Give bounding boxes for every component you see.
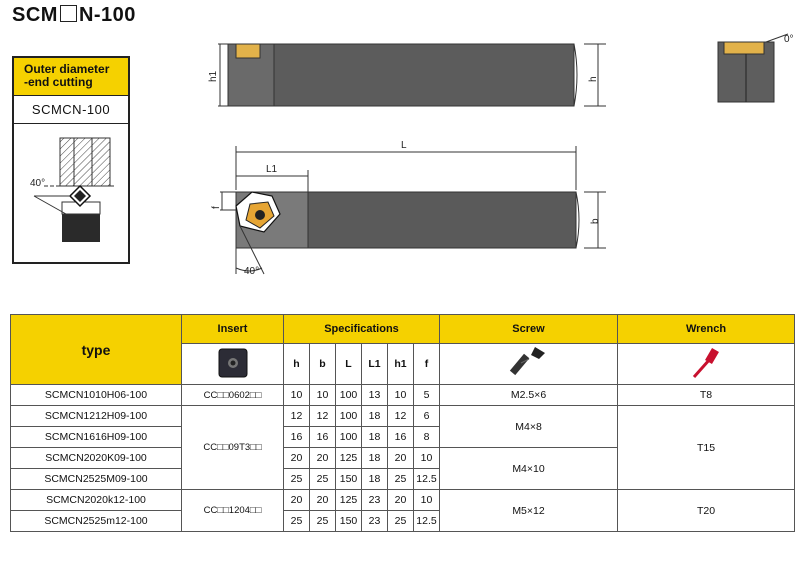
spec-cell: 100: [335, 426, 362, 448]
wrench-cell: T15: [617, 405, 796, 490]
type-cell: SCMCN2525m12-100: [10, 510, 182, 532]
dim-L: L: [401, 140, 407, 151]
operation-card: Outer diameter -end cutting SCMCN-100 40…: [12, 56, 130, 264]
spec-cell: 25: [387, 510, 414, 532]
approach-angle-label: 40°: [30, 178, 45, 189]
insert-icon: [218, 348, 247, 377]
spec-cell: 25: [283, 468, 310, 490]
type-cell: SCMCN1010H06-100: [10, 384, 182, 406]
spec-cell: 12: [387, 405, 414, 427]
toolholder-drawing: h1 h L L1 f b 40°: [208, 43, 606, 277]
spec-cell: 100: [335, 405, 362, 427]
spec-col-f: f: [412, 343, 441, 385]
type-cell: SCMCN1616H09-100: [10, 426, 182, 448]
type-cell: SCMCN2525M09-100: [10, 468, 182, 490]
spec-col-L1: L1: [361, 343, 388, 385]
spec-cell: 25: [283, 510, 310, 532]
spec-cell: 23: [361, 489, 388, 511]
screw-cell: M2.5×6: [439, 384, 619, 406]
spec-cell: 20: [283, 489, 310, 511]
operation-label-line1: Outer diameter: [24, 62, 110, 76]
screw-cell: M4×8: [439, 405, 619, 448]
spec-cell: 150: [335, 510, 362, 532]
spec-cell: 13: [361, 384, 388, 406]
wrench-cell: T20: [617, 489, 796, 532]
spec-cell: 12: [309, 405, 336, 427]
spec-cell: 125: [335, 489, 362, 511]
wrench-image-cell: [617, 343, 796, 385]
dim-L1: L1: [266, 164, 278, 175]
insert-cell: CC□□09T3□□: [181, 405, 284, 490]
spec-col-b: b: [309, 343, 336, 385]
spec-col-h: h: [283, 343, 310, 385]
spec-cell: 12.5: [412, 510, 441, 532]
screw-cell: M5×12: [439, 489, 619, 532]
spec-cell: 100: [335, 384, 362, 406]
spec-cell: 6: [412, 405, 441, 427]
spec-cell: 12: [283, 405, 310, 427]
spec-cell: 125: [335, 447, 362, 469]
col-type: type: [10, 314, 182, 385]
dim-h: h: [588, 76, 599, 82]
insert-cell: CC□□0602□□: [181, 384, 284, 406]
wrench-cell: T8: [617, 384, 796, 406]
operation-header: Outer diameter -end cutting: [14, 58, 128, 96]
spec-cell: 150: [335, 468, 362, 490]
operation-schematic: 40°: [30, 137, 114, 242]
operation-label-line2: -end cutting: [24, 75, 93, 89]
spec-cell: 25: [309, 468, 336, 490]
col-screw: Screw: [439, 314, 619, 344]
col-wrench: Wrench: [617, 314, 796, 344]
spec-cell: 10: [412, 489, 441, 511]
spec-cell: 23: [361, 510, 388, 532]
spec-cell: 8: [412, 426, 441, 448]
dim-h1: h1: [208, 70, 219, 82]
spec-col-L: L: [335, 343, 362, 385]
spec-cell: 18: [361, 447, 388, 469]
spec-cell: 20: [309, 447, 336, 469]
spec-cell: 20: [283, 447, 310, 469]
insert-image-cell: [181, 343, 284, 385]
spec-col-h1: h1: [387, 343, 414, 385]
spec-cell: 12.5: [412, 468, 441, 490]
spec-cell: 10: [387, 384, 414, 406]
dim-angle: 40°: [244, 266, 259, 277]
spec-cell: 16: [283, 426, 310, 448]
type-cell: SCMCN2020k12-100: [10, 489, 182, 511]
dim-f: f: [211, 206, 222, 209]
spec-cell: 16: [387, 426, 414, 448]
dim-b: b: [590, 218, 601, 224]
spec-table: type Insert Specifications Screw Wrench …: [10, 314, 796, 532]
screw-cell: M4×10: [439, 447, 619, 490]
spec-cell: 16: [309, 426, 336, 448]
spec-cell: 25: [309, 510, 336, 532]
spec-cell: 18: [361, 405, 388, 427]
spec-cell: 10: [412, 447, 441, 469]
end-angle-label: 0°: [784, 34, 794, 45]
spec-cell: 20: [387, 489, 414, 511]
screw-icon: [509, 346, 545, 375]
spec-cell: 10: [309, 384, 336, 406]
type-cell: SCMCN2020K09-100: [10, 447, 182, 469]
col-insert: Insert: [181, 314, 284, 344]
wrench-icon: [692, 347, 719, 378]
spec-cell: 18: [361, 468, 388, 490]
type-cell: SCMCN1212H09-100: [10, 405, 182, 427]
spec-cell: 18: [361, 426, 388, 448]
col-specifications: Specifications: [282, 314, 441, 344]
spec-cell: 5: [412, 384, 441, 406]
model-name: SCMCN-100: [14, 96, 128, 124]
spec-cell: 20: [309, 489, 336, 511]
placeholder-box: [59, 5, 77, 22]
end-view-drawing: 0°: [717, 33, 794, 103]
spec-cell: 10: [283, 384, 310, 406]
spec-cell: 25: [387, 468, 414, 490]
screw-image-cell: [439, 343, 619, 385]
spec-cell: 20: [387, 447, 414, 469]
insert-cell: CC□□1204□□: [181, 489, 284, 532]
